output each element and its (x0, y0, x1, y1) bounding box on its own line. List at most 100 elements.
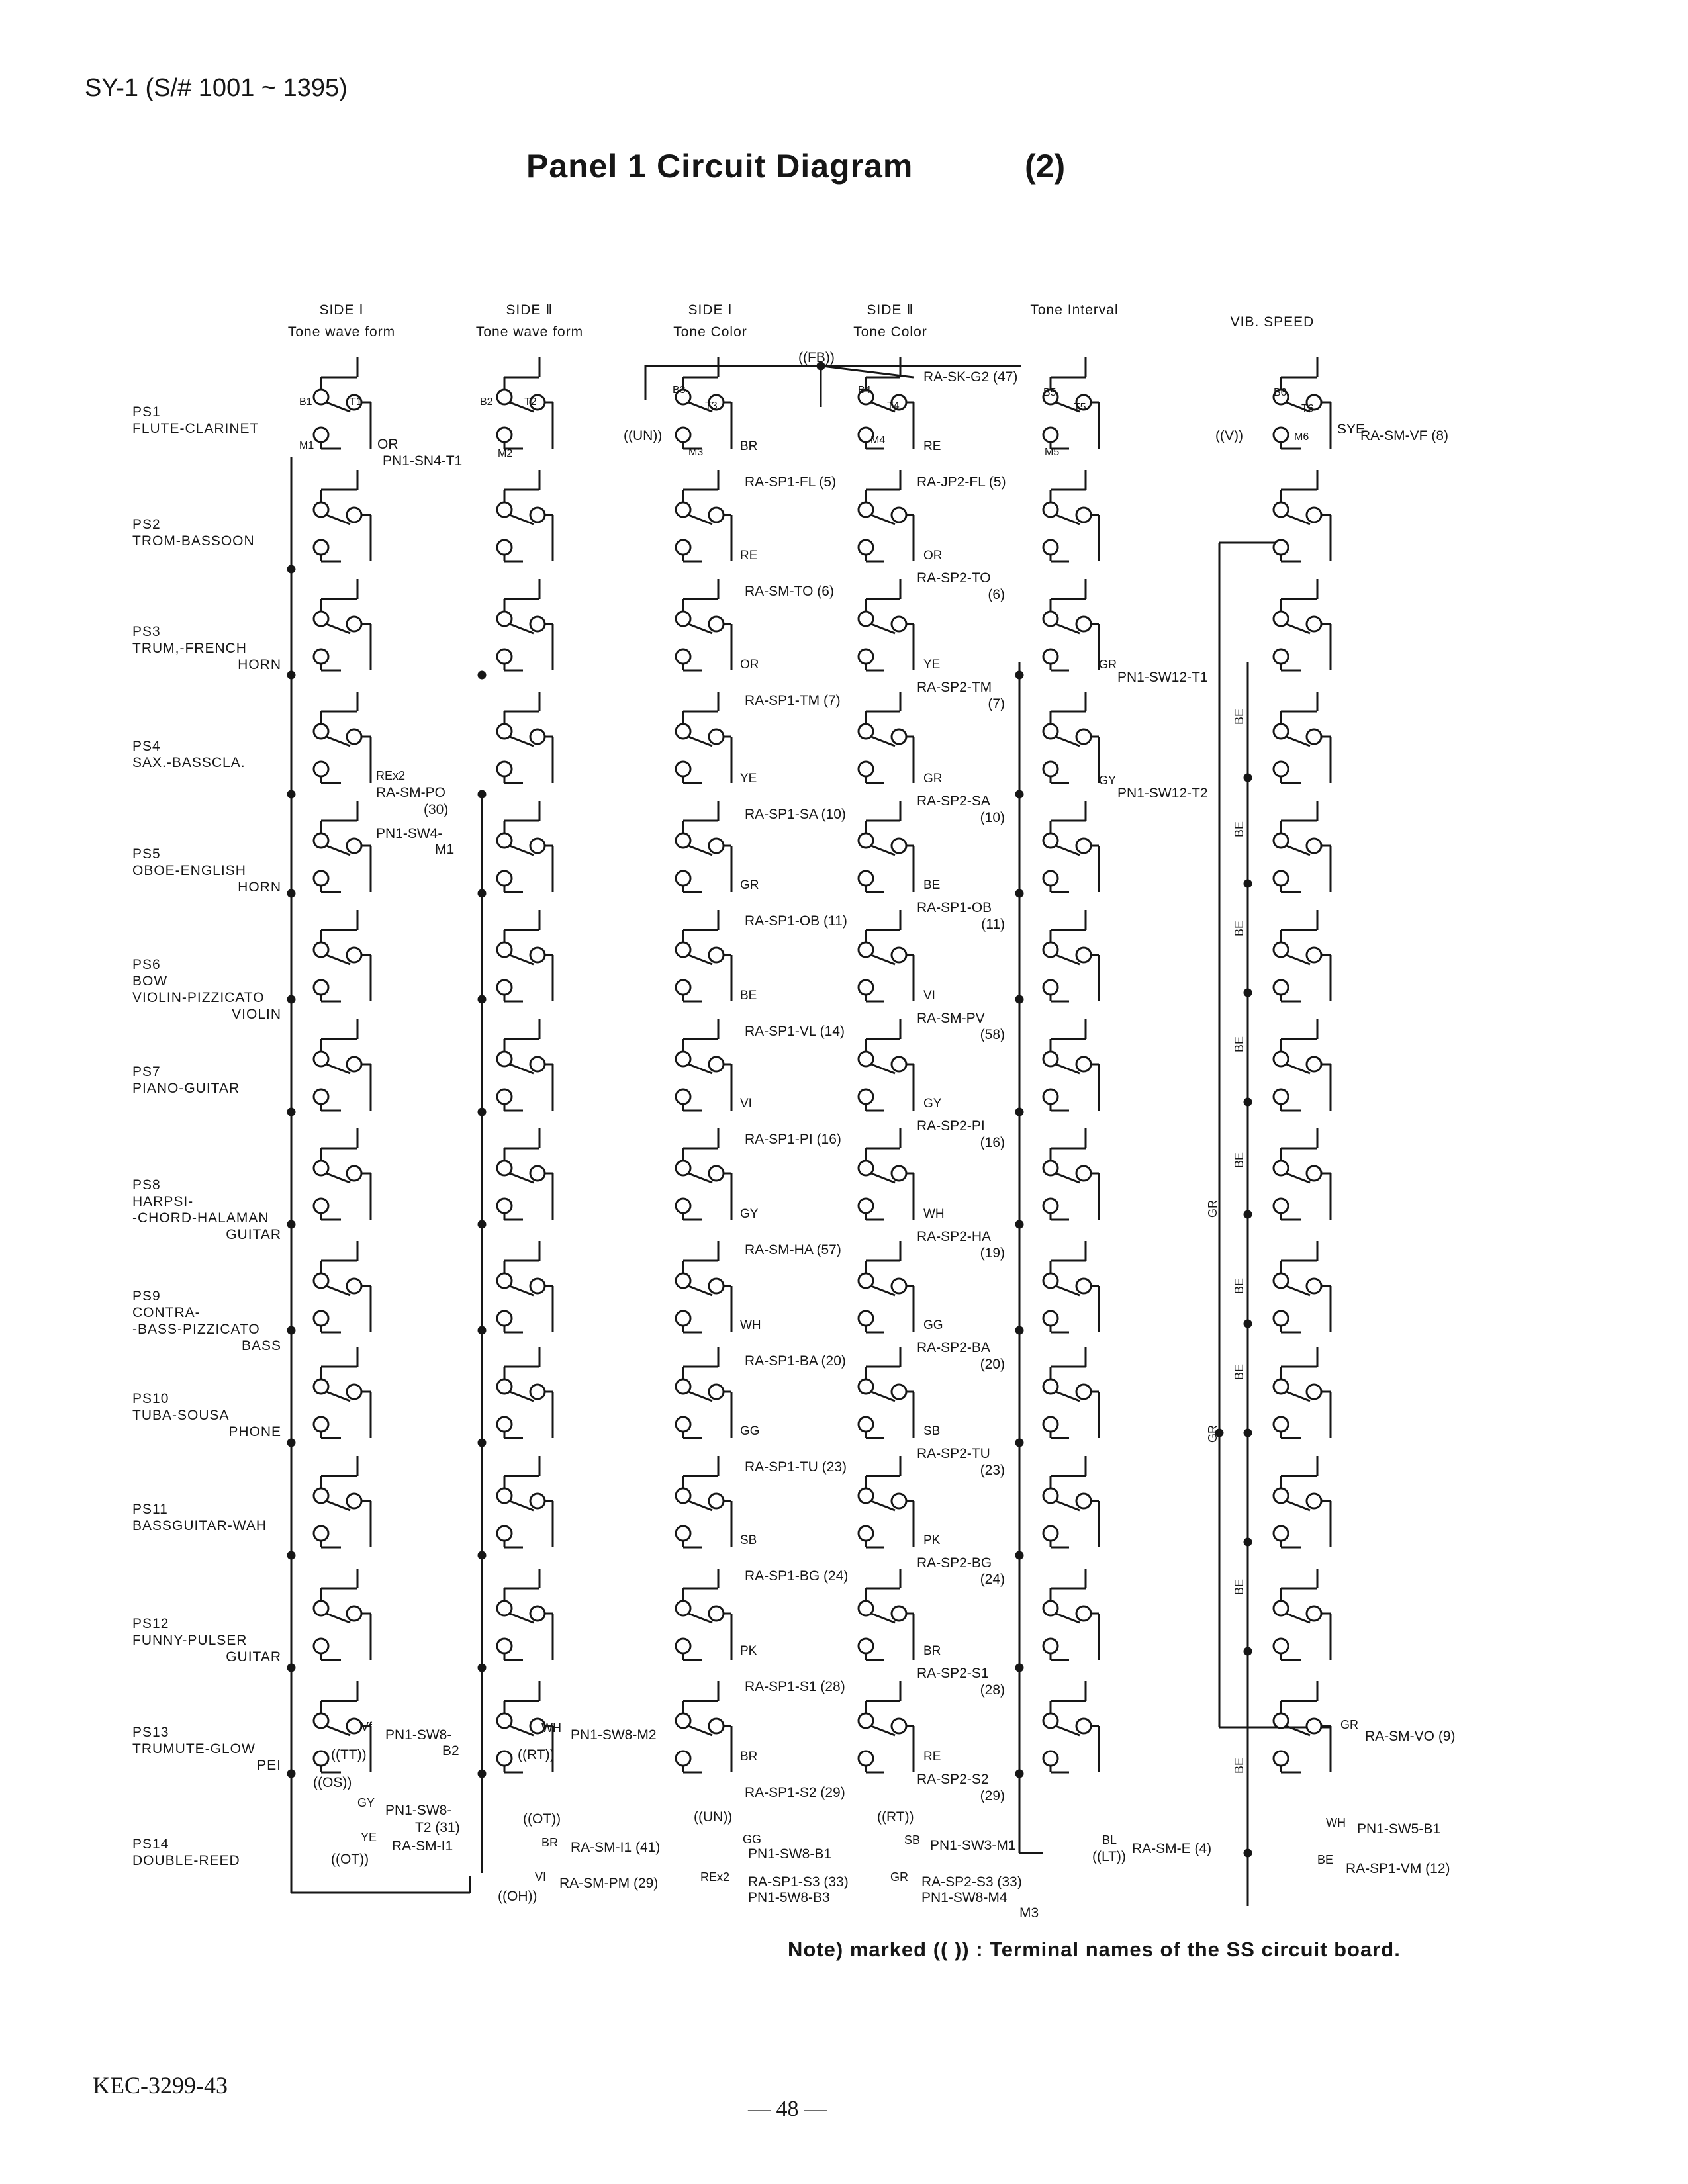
switch-contact (1042, 1750, 1059, 1767)
switch-contact (1272, 832, 1289, 849)
wire-label: RA-SP1-TU (23) (745, 1459, 847, 1475)
switch-contact (312, 1712, 330, 1729)
terminal-label: ((OS)) (313, 1775, 352, 1790)
switch-contact (346, 1383, 363, 1400)
switch-contact (312, 1637, 330, 1655)
switch-contact (1272, 1750, 1289, 1767)
switch-contact (496, 426, 513, 443)
switch-blade (326, 735, 351, 747)
switch-contact (312, 388, 330, 406)
terminal-label: T5 (1074, 402, 1086, 413)
terminal-label: M1 (299, 440, 314, 451)
switch-contact (312, 1160, 330, 1177)
wire-label: BR (923, 1644, 941, 1658)
switch-contact (496, 941, 513, 958)
terminal-label: ((FB)) (798, 350, 835, 365)
switch-contact (1305, 1605, 1323, 1622)
switch-blade (870, 954, 896, 966)
switch-contact (857, 760, 874, 778)
junction-dot (1015, 889, 1024, 898)
preset-label-line: PIANO-GUITAR (132, 1081, 240, 1096)
wire-label: RA-SP2-BG (917, 1555, 992, 1570)
wire-label: WH (923, 1207, 945, 1221)
switch-contact (346, 1165, 363, 1182)
switch-contact (1042, 1637, 1059, 1655)
wire-label: RA-SP2-S1 (917, 1666, 989, 1681)
wire-label: RA-SM-I1 (392, 1839, 453, 1854)
switch-contact (890, 394, 908, 411)
switch-contact (857, 1272, 874, 1289)
wire-label: RE (923, 1750, 941, 1764)
wire-label: BE (1317, 1853, 1333, 1866)
wire-label: RA-SP1-S2 (29) (745, 1785, 845, 1800)
switch-blade (326, 1390, 351, 1402)
wire-label: PN1-5W8-B3 (748, 1890, 830, 1905)
switch-contact (675, 1487, 692, 1504)
junction-dot (816, 361, 825, 371)
switch-blade (509, 735, 534, 747)
terminal-label: B4 (858, 385, 871, 396)
wire-label: RE (923, 439, 941, 453)
wire-label: RA-SP2-TO (917, 570, 991, 586)
switch-blade (1055, 401, 1080, 413)
switch-blade (1286, 623, 1311, 635)
terminal-label: M2 (498, 448, 512, 459)
switch-contact (496, 1378, 513, 1395)
switch-contact (1075, 946, 1092, 964)
switch-contact (312, 760, 330, 778)
switch-contact (496, 832, 513, 849)
switch-contact (708, 1056, 725, 1073)
preset-label-line: -BASS-PIZZICATO (132, 1322, 260, 1337)
switch-blade (1286, 1390, 1311, 1402)
wire-label: YE (740, 772, 757, 786)
switch-contact (1042, 426, 1059, 443)
junction-dot (1015, 1663, 1024, 1672)
junction-dot (477, 1663, 487, 1672)
junction-dot (1243, 1647, 1252, 1656)
switch-contact (1305, 728, 1323, 745)
switch-contact (496, 648, 513, 665)
switch-blade (688, 1285, 713, 1297)
wire-label: SB (904, 1833, 920, 1846)
junction-dot (477, 1107, 487, 1116)
switch-contact (857, 832, 874, 849)
switch-contact (496, 1750, 513, 1767)
wire-label: RA-SK-G2 (47) (923, 369, 1017, 385)
wire-label: RA-SM-TO (6) (745, 584, 834, 599)
switch-contact (496, 1600, 513, 1617)
terminal-label: M6 (1294, 432, 1309, 443)
switch-blade (1286, 954, 1311, 966)
switch-contact (675, 941, 692, 958)
switch-blade (870, 514, 896, 525)
switch-contact (312, 539, 330, 556)
switch-blade (1055, 844, 1080, 856)
terminal-label: M4 (870, 435, 885, 446)
wire-label: GY (923, 1097, 942, 1111)
switch-contact (496, 1712, 513, 1729)
switch-blade (870, 401, 896, 413)
switch-contact (1075, 615, 1092, 633)
wire-label: GR (740, 878, 759, 892)
switch-contact (529, 394, 546, 411)
switch-contact (529, 1165, 546, 1182)
switch-contact (675, 648, 692, 665)
switch-blade (509, 1285, 534, 1297)
wire-label: YE (923, 658, 940, 672)
switch-contact (1305, 615, 1323, 633)
switch-contact (496, 760, 513, 778)
wire-label: PN1-SW5-B1 (1357, 1821, 1440, 1837)
wire-label: GG (743, 1833, 761, 1846)
junction-dot (477, 1769, 487, 1778)
preset-label-line: BOW (132, 974, 168, 989)
preset-label-line: PS12 (132, 1616, 169, 1631)
switch-contact (708, 837, 725, 854)
wire-label: (6) (988, 587, 1005, 602)
switch-contact (1272, 941, 1289, 958)
wire-label: RA-SP2-S3 (33) (921, 1874, 1022, 1889)
switch-contact (1042, 501, 1059, 518)
wire-label: RA-SP2-PI (917, 1118, 985, 1134)
switch-contact (890, 1492, 908, 1510)
